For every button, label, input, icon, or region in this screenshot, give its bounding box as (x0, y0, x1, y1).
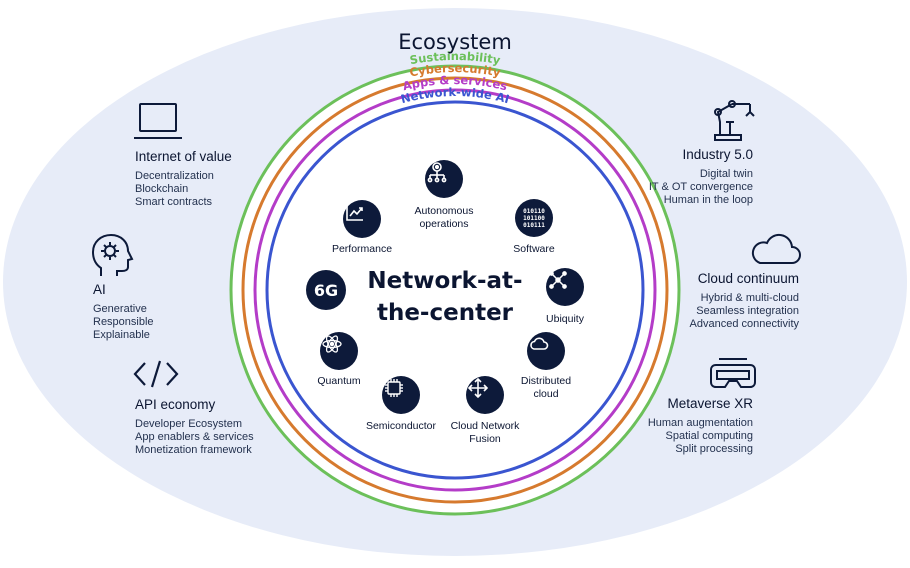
metaverse-line-2: Spatial computing (665, 430, 753, 442)
internet-of-value-title: Internet of value (135, 149, 232, 164)
api-line-2: App enablers & services (135, 431, 254, 443)
internet-line-3: Smart contracts (135, 196, 213, 208)
industry-block: Industry 5.0 Digital twin IT & OT conver… (649, 147, 753, 207)
inner-white-disc (231, 66, 679, 514)
move-arrows-icon (466, 376, 504, 414)
metaverse-title: Metaverse XR (667, 396, 753, 411)
api-economy-title: API economy (135, 397, 216, 412)
center-title: Network-at- the-center (330, 265, 560, 329)
binary-line-3: 010111 (523, 221, 545, 229)
metaverse-line-1: Human augmentation (647, 417, 753, 429)
trend-chart-icon (343, 200, 381, 238)
software-label: Software (513, 243, 555, 255)
ai-line-3: Explainable (93, 329, 150, 341)
chip-icon (382, 376, 420, 414)
hub-nodes-icon (546, 268, 584, 306)
ai-block: AI Generative Responsible Explainable (93, 282, 154, 342)
ring-label-sustainability: Sustainability (409, 49, 502, 67)
ai-line-2: Responsible (93, 316, 154, 328)
ring-label-network-ai: Network-wide AI (399, 85, 511, 106)
center-title-line2: the-center (376, 300, 514, 326)
industry-line-3: Human in the loop (663, 194, 753, 206)
ai-title: AI (93, 282, 106, 297)
cloud-line-2: Seamless integration (696, 305, 799, 317)
ring-sustainability (229, 64, 681, 516)
ring-apps-services (253, 88, 657, 492)
ai-line-1: Generative (93, 303, 147, 315)
industry-line-2: IT & OT convergence (648, 181, 753, 193)
semiconductor-label: Semiconductor (365, 420, 437, 432)
ring-cybersecurity (241, 76, 669, 504)
binary-line-2: 101100 (523, 214, 545, 222)
quantum-label: Quantum (317, 375, 361, 387)
distributed-line2: cloud (533, 387, 559, 400)
cloud-continuum-block: Cloud continuum Hybrid & multi-cloud Sea… (690, 271, 799, 331)
binary-line-1: 010110 (523, 207, 545, 215)
cloud-line-1: Hybrid & multi-cloud (700, 292, 799, 304)
atom-icon (320, 332, 358, 370)
cloud-continuum-title: Cloud continuum (697, 271, 799, 286)
badge-6g: 6G (306, 270, 346, 310)
ecosystem-title: Ecosystem (398, 30, 512, 54)
internet-line-2: Blockchain (135, 183, 189, 195)
autonomous-line1: Autonomous (414, 205, 474, 217)
ring-label-cybersecurity: Cybersecurity (408, 61, 502, 80)
autonomous-line2: operations (419, 217, 469, 230)
internet-line-1: Decentralization (135, 170, 214, 182)
performance-label: Performance (331, 243, 393, 255)
cloud-network-fusion-label: Cloud Network Fusion (430, 420, 540, 445)
ring-label-apps-services: Apps & services (401, 73, 509, 93)
industry-line-1: Digital twin (699, 168, 753, 180)
api-line-3: Monetization framework (135, 444, 252, 456)
distributed-cloud-label: Distributed cloud (491, 375, 601, 400)
cloud-icon (527, 332, 565, 370)
network-tree-icon (425, 160, 463, 198)
industry-title: Industry 5.0 (682, 147, 753, 162)
distributed-line1: Distributed (520, 375, 572, 387)
metaverse-block: Metaverse XR Human augmentation Spatial … (648, 396, 753, 456)
autonomous-operations-label: Autonomous operations (389, 205, 499, 230)
cloud-line-3: Advanced connectivity (689, 318, 799, 330)
fusion-line1: Cloud Network (450, 420, 520, 432)
ring-network-ai (265, 100, 645, 480)
api-economy-block: API economy Developer Ecosystem App enab… (135, 397, 254, 457)
metaverse-line-3: Split processing (675, 443, 753, 455)
binary-code-icon: 010110 101100 010111 (515, 199, 553, 237)
api-line-1: Developer Ecosystem (135, 418, 242, 430)
fusion-line2: Fusion (469, 432, 501, 445)
ubiquity-label: Ubiquity (546, 313, 584, 325)
center-title-line1: Network-at- (367, 268, 523, 294)
internet-of-value-block: Internet of value Decentralization Block… (135, 149, 232, 209)
